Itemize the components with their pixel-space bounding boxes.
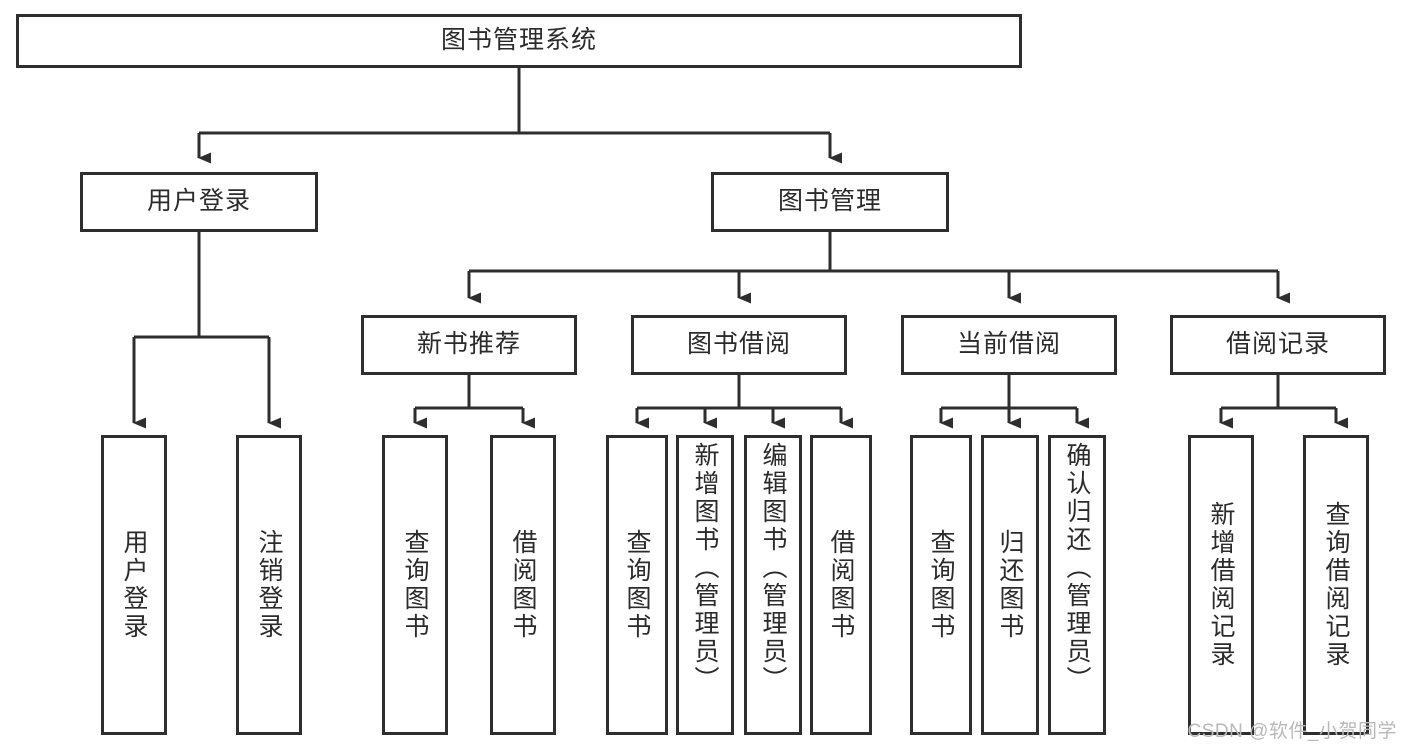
leaf-confirm-return-admin[interactable]: 确认归还（管理员） <box>1048 435 1106 735</box>
node-new-book-recommend[interactable]: 新书推荐 <box>361 315 577 375</box>
leaf-add-book-admin[interactable]: 新增图书（管理员） <box>676 435 734 735</box>
node-user-login[interactable]: 用户登录 <box>80 172 318 232</box>
node-label: 编辑图书（管理员） <box>759 442 787 694</box>
node-label: 借阅记录 <box>1225 330 1330 359</box>
node-root-system[interactable]: 图书管理系统 <box>16 14 1022 68</box>
node-label: 当前借阅 <box>956 330 1061 359</box>
node-label: 图书管理 <box>777 187 882 216</box>
node-label: 查询图书 <box>927 529 955 641</box>
node-label: 归还图书 <box>996 529 1024 641</box>
leaf-add-borrow-record[interactable]: 新增借阅记录 <box>1188 435 1254 735</box>
leaf-edit-book-admin[interactable]: 编辑图书（管理员） <box>744 435 802 735</box>
node-label: 图书借阅 <box>686 330 791 359</box>
node-book-borrow[interactable]: 图书借阅 <box>631 315 847 375</box>
leaf-borrow-book[interactable]: 借阅图书 <box>810 435 872 735</box>
leaf-query-book-recommend[interactable]: 查询图书 <box>382 435 448 735</box>
node-label: 新增借阅记录 <box>1207 501 1235 669</box>
leaf-query-book-borrow[interactable]: 查询图书 <box>606 435 668 735</box>
node-label: 查询借阅记录 <box>1322 501 1350 669</box>
node-label: 注销登录 <box>255 529 283 641</box>
node-label: 新增图书（管理员） <box>691 442 719 694</box>
leaf-query-book-current[interactable]: 查询图书 <box>910 435 972 735</box>
node-current-borrow[interactable]: 当前借阅 <box>901 315 1117 375</box>
node-label: 新书推荐 <box>416 330 521 359</box>
leaf-user-login[interactable]: 用户登录 <box>101 435 167 735</box>
node-label: 用户登录 <box>146 187 251 216</box>
node-label: 用户登录 <box>120 529 148 641</box>
node-label: 确认归还（管理员） <box>1063 442 1091 694</box>
leaf-borrow-book-recommend[interactable]: 借阅图书 <box>490 435 556 735</box>
node-label: 图书管理系统 <box>440 26 597 55</box>
node-label: 借阅图书 <box>509 529 537 641</box>
node-label: 借阅图书 <box>827 529 855 641</box>
node-borrow-record[interactable]: 借阅记录 <box>1170 315 1386 375</box>
leaf-user-logout[interactable]: 注销登录 <box>236 435 302 735</box>
node-label: 查询图书 <box>623 529 651 641</box>
node-book-management[interactable]: 图书管理 <box>711 172 949 232</box>
leaf-return-book[interactable]: 归还图书 <box>981 435 1039 735</box>
leaf-query-borrow-record[interactable]: 查询借阅记录 <box>1303 435 1369 735</box>
csdn-watermark: CSDN @软件_小贺同学 <box>1187 721 1397 742</box>
node-label: 查询图书 <box>401 529 429 641</box>
